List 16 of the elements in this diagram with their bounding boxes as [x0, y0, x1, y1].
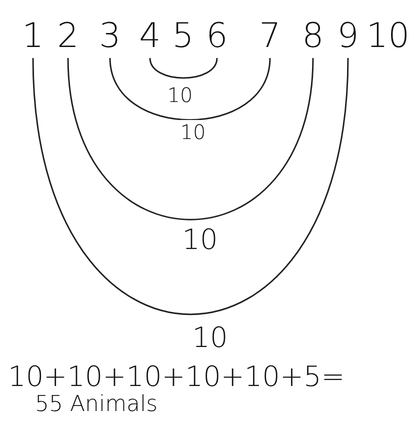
pairing-arc [109, 58, 271, 120]
pairing-arc [149, 58, 218, 79]
number: 8 [300, 14, 326, 58]
pairing-arc [67, 58, 314, 220]
equation: 10+10+10+10+10+5= [8, 360, 345, 393]
number: 2 [55, 14, 81, 58]
number: 4 [137, 14, 163, 58]
answer-text: 55 Animals [35, 392, 158, 417]
pairing-arc [32, 58, 349, 314]
number: 10 [363, 14, 413, 58]
number: 5 [170, 14, 196, 58]
number: 6 [204, 14, 230, 58]
number: 7 [257, 14, 283, 58]
number: 1 [22, 14, 44, 58]
number: 3 [97, 14, 123, 58]
number: 9 [335, 14, 361, 58]
